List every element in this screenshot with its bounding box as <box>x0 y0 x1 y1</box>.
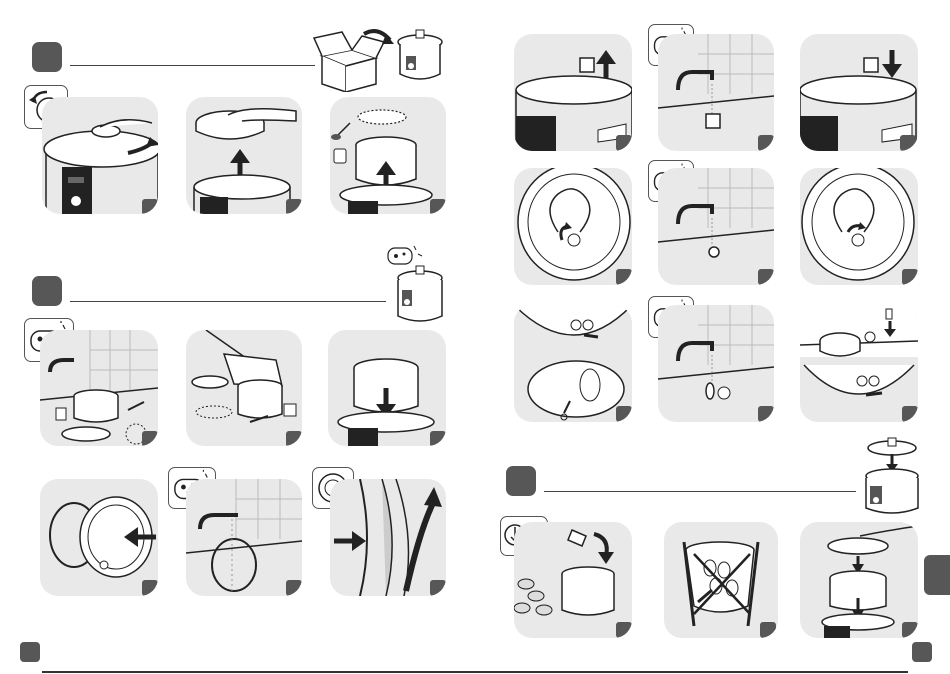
step-2-6-panel <box>330 479 446 596</box>
step-4-2-panel <box>664 522 778 638</box>
fit-seal-illustration <box>330 479 446 596</box>
remove-seal-illustration <box>40 479 158 596</box>
lift-lid-illustration <box>186 97 302 214</box>
step-3-6-panel <box>800 168 918 285</box>
step-badge <box>758 269 774 285</box>
step-3-8-panel <box>658 305 774 422</box>
right-page-number-box <box>912 642 932 662</box>
step-1-1-panel <box>42 97 158 214</box>
insert-bowl-illustration <box>328 330 446 446</box>
rinse-valve-illustration <box>658 34 774 151</box>
step-badge <box>758 406 774 422</box>
step-2-2-panel <box>186 330 302 446</box>
lid-rotate-illustration <box>42 97 158 214</box>
unbox-icon <box>312 24 452 92</box>
step-badge <box>430 580 446 596</box>
step-3-7-panel <box>514 305 632 422</box>
step-badge <box>286 580 302 596</box>
place-lid-illustration <box>800 522 918 638</box>
step-badge <box>760 622 776 638</box>
remove-valve-illustration <box>514 34 632 151</box>
section-1-badge <box>32 42 62 72</box>
step-2-4-panel <box>40 479 158 596</box>
section-4-rule <box>544 491 856 492</box>
step-badge <box>286 431 302 446</box>
step-badge <box>430 199 446 214</box>
step-1-2-panel <box>186 97 302 214</box>
rinse-float-valve-illustration <box>658 305 774 422</box>
step-4-1-panel <box>514 522 632 638</box>
step-badge <box>616 269 632 285</box>
step-badge <box>758 135 774 151</box>
sponge-icon <box>388 246 422 264</box>
section-2-badge <box>32 276 62 306</box>
left-page-number-box <box>20 642 40 662</box>
remove-float-valve-illustration <box>514 305 632 422</box>
step-badge <box>900 135 916 151</box>
step-3-3-panel <box>800 34 918 151</box>
step-badge <box>430 431 446 446</box>
chapter-tab <box>924 555 950 595</box>
clean-cooker-illustration <box>384 244 452 328</box>
step-1-3-panel <box>330 97 446 214</box>
step-badge <box>616 406 632 422</box>
screw-cap-illustration <box>800 168 918 285</box>
refit-valve-illustration <box>800 34 918 151</box>
fill-bowl-illustration <box>514 522 632 638</box>
refit-float-valve-illustration <box>800 305 918 422</box>
section-1-rule <box>70 65 315 66</box>
step-2-5-panel <box>186 479 302 596</box>
rinse-seal-illustration <box>186 479 302 596</box>
step-badge <box>902 622 918 638</box>
rinse-cap-illustration <box>658 168 774 285</box>
step-badge <box>902 406 918 422</box>
arrow-up-icon <box>596 50 616 64</box>
close-cooker-illustration <box>856 436 926 516</box>
step-3-2-panel <box>658 34 774 151</box>
step-2-3-panel <box>328 330 446 446</box>
remove-bowl-illustration <box>330 97 446 214</box>
unscrew-cap-illustration <box>514 168 632 285</box>
step-badge <box>616 135 632 151</box>
step-2-1-panel <box>40 330 158 446</box>
section-4-badge <box>506 466 536 496</box>
no-overfill-illustration <box>664 522 778 638</box>
arrow-up-icon <box>230 149 250 163</box>
step-3-5-panel <box>658 168 774 285</box>
wash-bowl-sink-illustration <box>40 330 158 446</box>
step-3-1-panel <box>514 34 632 151</box>
unbox-illustration <box>312 24 452 92</box>
step-badge <box>616 622 632 638</box>
step-badge <box>142 199 158 214</box>
step-badge <box>902 269 918 285</box>
step-badge <box>286 199 302 214</box>
arrow-down-icon <box>882 64 902 78</box>
section-2-rule <box>70 301 386 302</box>
dry-parts-illustration <box>186 330 302 446</box>
step-3-4-panel <box>514 168 632 285</box>
step-badge <box>142 580 158 596</box>
step-badge <box>142 431 158 446</box>
step-3-9-panel <box>800 305 918 422</box>
footer-rule <box>42 671 908 673</box>
step-4-3-panel <box>800 522 918 638</box>
